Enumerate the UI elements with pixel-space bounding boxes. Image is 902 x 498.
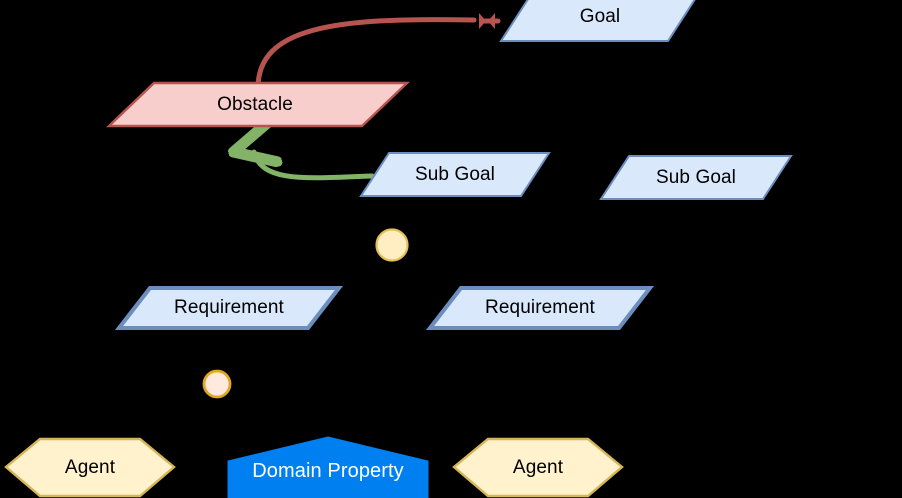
node-subgoal-1[interactable]: Sub Goal bbox=[359, 152, 551, 197]
obstacle-parallelogram-shape bbox=[106, 81, 410, 128]
goal-parallelogram-shape bbox=[499, 0, 696, 42]
node-goal-label: Goal bbox=[579, 6, 621, 27]
node-requirement-2-label: Requirement bbox=[485, 297, 595, 318]
node-goal[interactable]: Goal bbox=[499, 0, 700, 42]
node-subgoal-1-label: Sub Goal bbox=[414, 163, 496, 185]
node-requirement-1[interactable]: Requirement bbox=[114, 286, 344, 330]
node-requirement-1-label: Requirement bbox=[174, 297, 284, 318]
node-agent-1[interactable]: Agent bbox=[4, 437, 176, 498]
subgoal-parallelogram-shape bbox=[359, 152, 551, 197]
refinement-circle-shape bbox=[202, 369, 232, 399]
node-domain-property[interactable]: Domain Property bbox=[227, 436, 429, 498]
node-subgoal-2-label: Sub Goal bbox=[655, 166, 737, 188]
node-agent-2-label: Agent bbox=[512, 456, 564, 478]
node-refinement-1[interactable] bbox=[375, 228, 409, 262]
domain-property-pentagon-shape bbox=[227, 436, 429, 498]
node-requirement-2[interactable]: Requirement bbox=[425, 286, 655, 330]
obstruction-edge[interactable] bbox=[255, 13, 501, 91]
node-domain-property-label: Domain Property bbox=[252, 460, 404, 482]
refinement-circle-shape bbox=[375, 228, 409, 262]
node-subgoal-2[interactable]: Sub Goal bbox=[599, 155, 793, 200]
node-agent-2[interactable]: Agent bbox=[452, 437, 624, 498]
node-refinement-2[interactable] bbox=[202, 369, 232, 399]
requirement-parallelogram-shape bbox=[425, 286, 655, 330]
subgoal-parallelogram-shape bbox=[599, 155, 793, 200]
node-obstacle-label: Obstacle bbox=[217, 93, 293, 115]
node-obstacle[interactable]: Obstacle bbox=[106, 81, 410, 128]
node-agent-1-label: Agent bbox=[64, 456, 116, 478]
requirement-parallelogram-shape bbox=[114, 286, 344, 330]
refinement-connectors bbox=[129, 42, 601, 438]
agent-hexagon-shape bbox=[452, 437, 624, 498]
resolution-edge[interactable] bbox=[254, 152, 375, 181]
agent-hexagon-shape bbox=[4, 437, 176, 498]
